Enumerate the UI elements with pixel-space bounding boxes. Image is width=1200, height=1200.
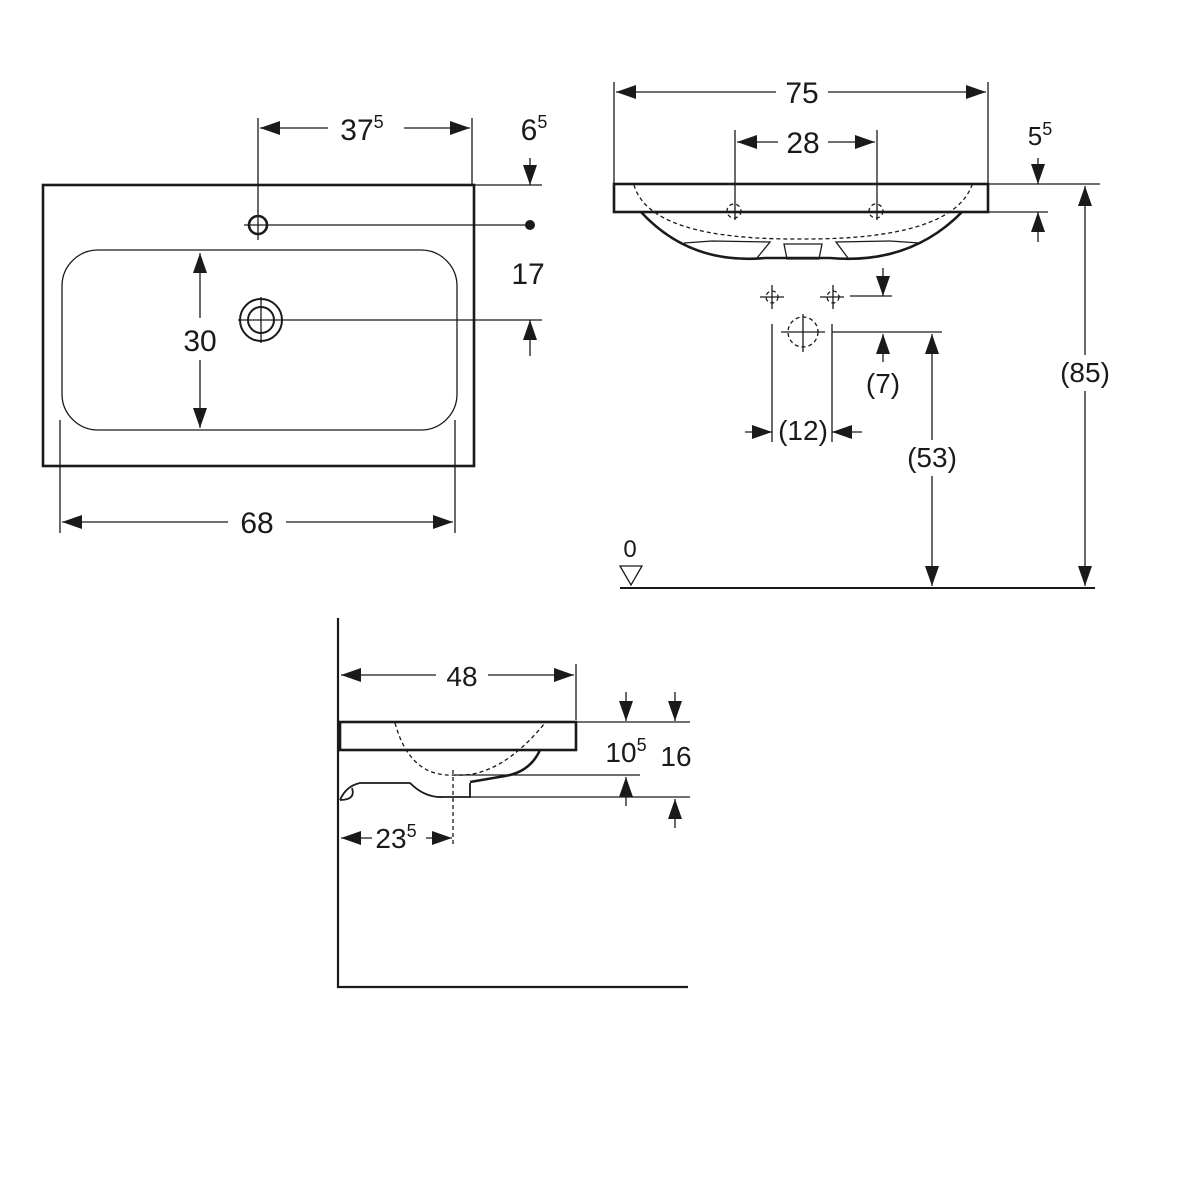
dim-overall-height: 16	[660, 741, 691, 772]
tap-hole-marker-icon	[726, 203, 884, 219]
dim-trap-height: (53)	[907, 442, 957, 473]
front-view: 75 28 55 (7)	[612, 72, 1115, 589]
dim-bowl-width: 68	[240, 507, 273, 540]
side-view: 48 105 16 235	[336, 618, 692, 989]
level-triangle-icon	[618, 565, 644, 587]
basin-body	[640, 211, 963, 261]
dim-hole-offset: 375	[340, 112, 383, 147]
basin-rim	[612, 182, 990, 214]
overflow-icon	[238, 297, 284, 343]
drain-marker-icon	[760, 285, 844, 309]
top-view: 68 375 65 17 30	[41, 108, 548, 542]
dim-overflow-offset: 17	[511, 258, 544, 291]
dim-trap-offset: (7)	[866, 368, 900, 399]
dim-rim-thickness: 55	[1028, 119, 1052, 151]
drain-outlet	[783, 243, 823, 260]
dim-trap-width: (12)	[778, 415, 828, 446]
dim-bowl-depth: 30	[183, 325, 216, 358]
dim-hole-from-back: 65	[521, 112, 548, 147]
bowl-outline	[61, 249, 458, 431]
basin-underside	[683, 240, 921, 259]
basin-body	[469, 749, 542, 784]
tap-hole-icon	[244, 211, 272, 240]
dim-overall-width: 75	[785, 77, 818, 110]
dim-depth: 48	[446, 661, 477, 692]
basin-underside	[339, 782, 471, 801]
dim-rim-height: (85)	[1060, 357, 1110, 388]
dim-drain-offset: 235	[375, 821, 416, 854]
reference-dot	[525, 220, 535, 230]
dim-bowl-depth: 105	[605, 735, 646, 768]
basin-rim	[338, 720, 578, 752]
wall-bracket	[339, 787, 354, 801]
bowl-hidden-line	[633, 184, 973, 240]
floor-level-label: 0	[623, 536, 636, 563]
dim-hole-spacing: 28	[786, 127, 819, 160]
trap-marker-icon	[781, 314, 825, 352]
